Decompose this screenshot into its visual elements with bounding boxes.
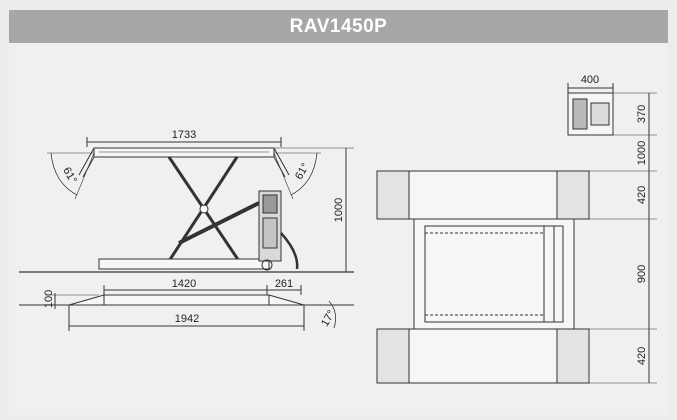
technical-drawing: 1733 1000 61° 61° 1420 261 100 1942 17° …: [9, 43, 668, 415]
top-view: [376, 83, 657, 384]
side-view: [19, 137, 354, 331]
dim-offset: 261: [275, 278, 293, 290]
dim-unit-width: 400: [581, 74, 599, 86]
dim-pad-top: 420: [636, 186, 648, 204]
dim-middle: 900: [636, 265, 648, 283]
dim-min-height: 100: [43, 290, 55, 308]
dim-angle-left: 61°: [60, 165, 79, 185]
title-bar: RAV1450P: [9, 10, 668, 43]
dim-length-top: 1733: [172, 129, 196, 141]
dim-length-lower: 1420: [172, 278, 196, 290]
page-title: RAV1450P: [289, 15, 388, 37]
dim-unit-depth: 370: [636, 105, 648, 123]
drawing-svg: 1733 1000 61° 61° 1420 261 100 1942 17° …: [19, 74, 657, 384]
dim-pad-bottom: 420: [636, 347, 648, 365]
dim-height: 1000: [333, 198, 345, 222]
dim-total-length: 1942: [175, 313, 199, 325]
dim-gap: 1000: [636, 141, 648, 165]
